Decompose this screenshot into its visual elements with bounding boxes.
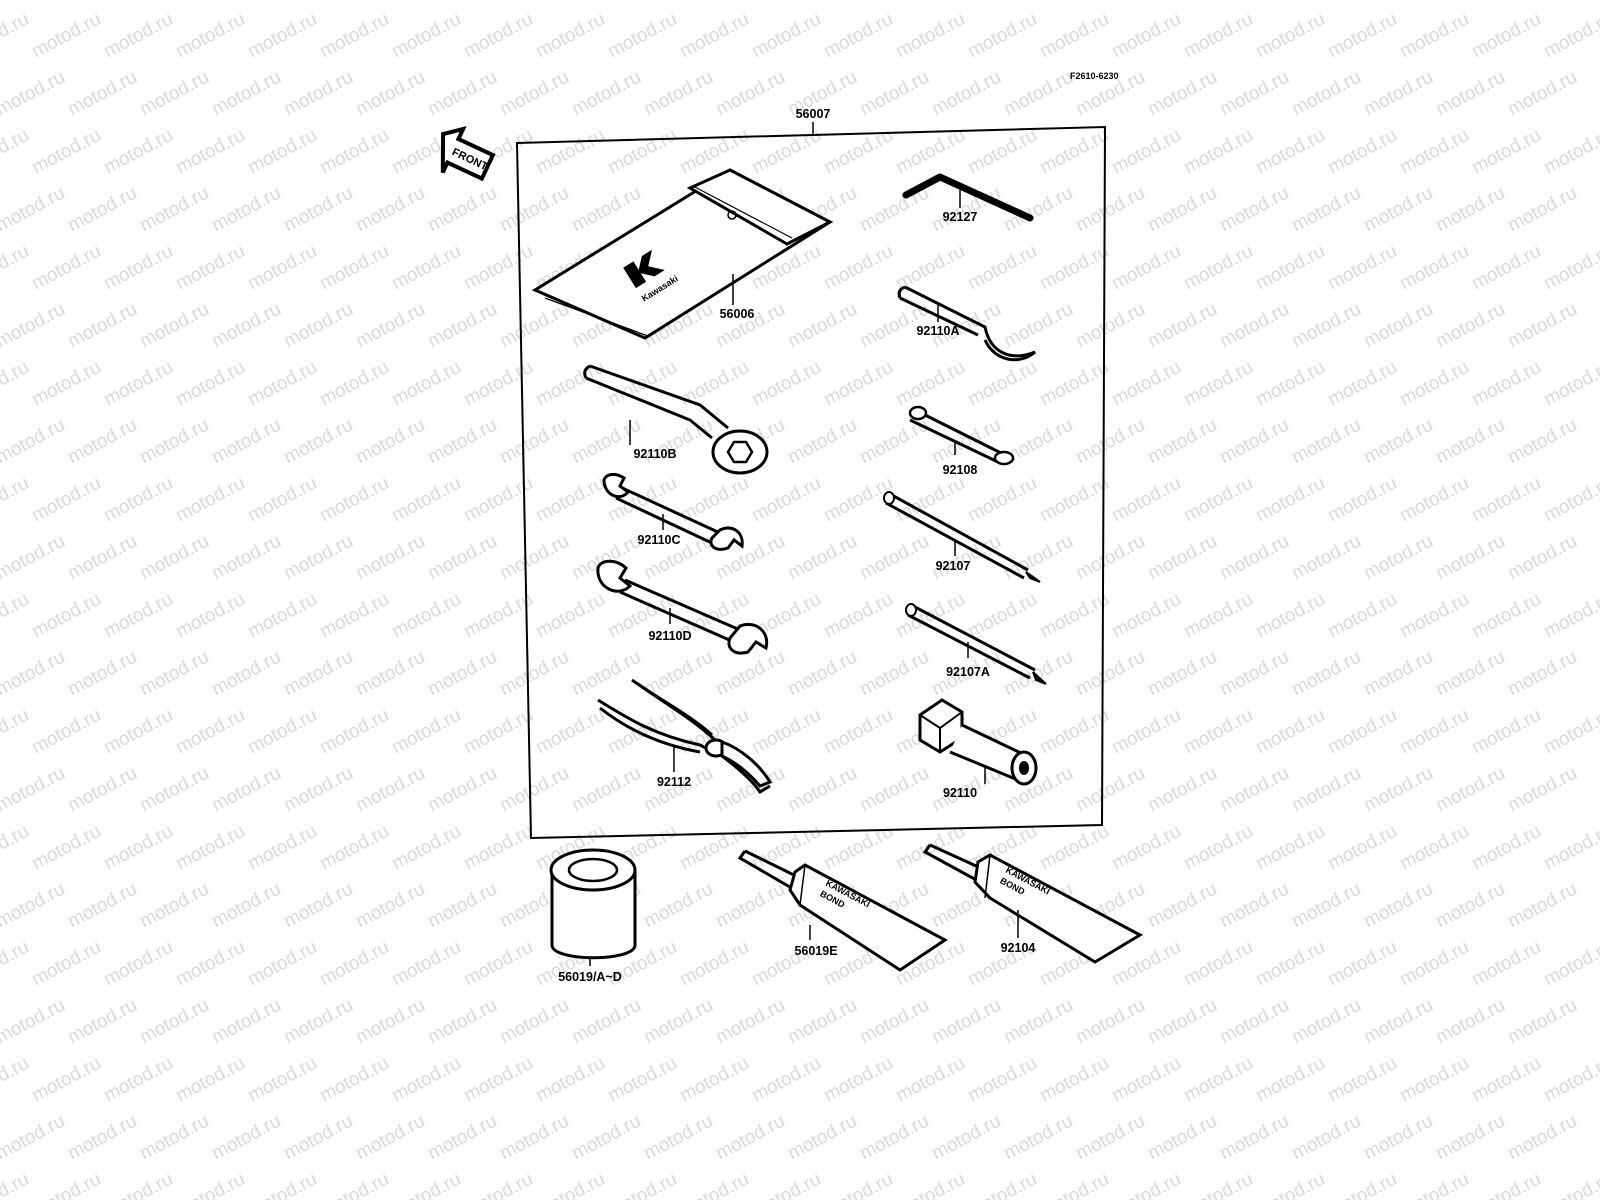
label-56019: 56019/A~D xyxy=(558,970,622,984)
label-92110A: 92110A xyxy=(916,324,959,338)
label-92104: 92104 xyxy=(1001,941,1036,955)
label-92107A: 92107A xyxy=(946,665,990,679)
open-wrench-small: 92110C xyxy=(602,472,744,551)
screwdriver-a: 92107A xyxy=(905,603,1047,685)
label-92112: 92112 xyxy=(657,775,691,789)
pliers: 92112 xyxy=(597,678,773,795)
figure-code: F2610-6230 xyxy=(1070,71,1119,81)
tool-bag: Kawasaki 56006 xyxy=(531,168,834,340)
label-92110B: 92110B xyxy=(633,447,676,461)
small-wrench: 92108 xyxy=(908,405,1015,477)
label-92110: 92110 xyxy=(943,786,977,800)
kit-box: 56007 xyxy=(515,107,1107,840)
tape-roll: 56019/A~D xyxy=(549,848,637,984)
label-92110C: 92110C xyxy=(637,533,680,547)
kit-part-label: 56007 xyxy=(796,107,831,121)
label-92127: 92127 xyxy=(943,210,978,224)
bond-tube-2: KAWASAKI BOND 92104 xyxy=(922,843,1144,964)
hook-wrench: 92110A xyxy=(897,285,1036,362)
label-92107: 92107 xyxy=(936,559,971,573)
label-92110D: 92110D xyxy=(648,629,691,643)
label-92108: 92108 xyxy=(943,463,978,477)
open-wrench-large: 92110D xyxy=(596,559,769,655)
label-56019E: 56019E xyxy=(794,944,837,958)
socket-wrench: 92110 xyxy=(918,698,1038,800)
screwdriver: 92107 xyxy=(883,491,1041,583)
hex-key: 92127 xyxy=(902,173,1034,224)
box-wrench: 92110B xyxy=(583,364,769,475)
label-56006: 56006 xyxy=(720,307,755,321)
bond-tube-1: KAWASAKI BOND 56019E xyxy=(737,849,948,972)
front-arrow: FRONT xyxy=(440,126,496,182)
